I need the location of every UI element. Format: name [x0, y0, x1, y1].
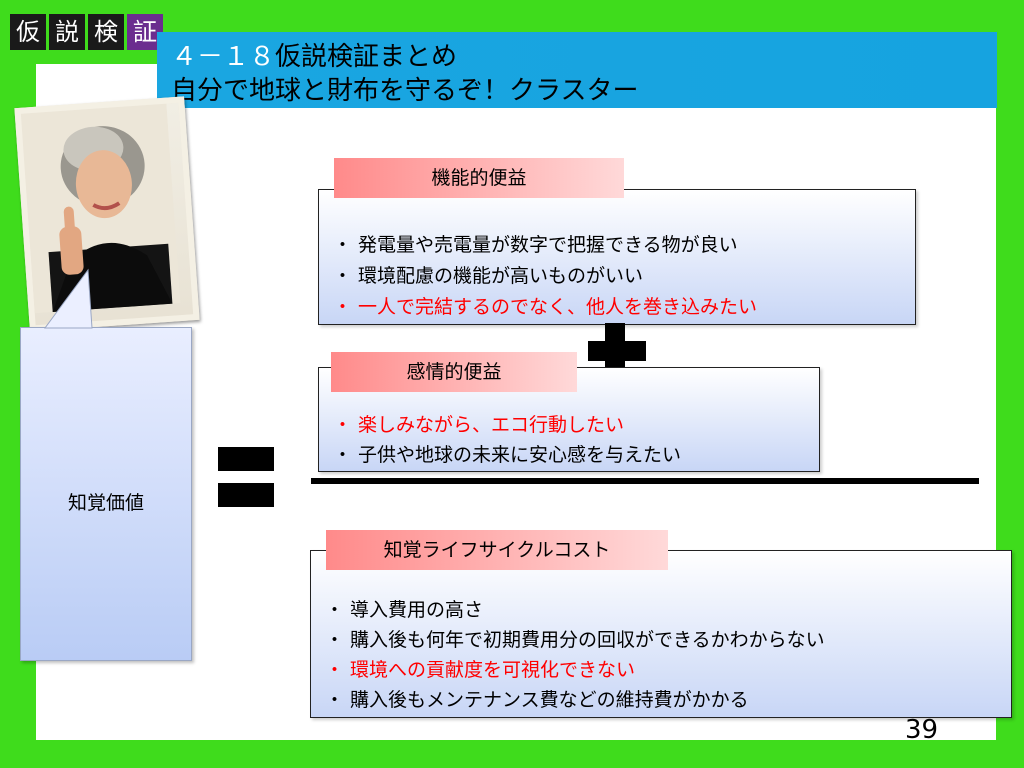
- title-bar: ４－１８仮説検証まとめ 自分で地球と財布を守るぞ！クラスター: [157, 32, 997, 108]
- lifecycle-cost-item: ・ 導入費用の高さ: [325, 599, 484, 621]
- emotional-benefit-label: 感情的便益: [331, 352, 577, 392]
- functional-benefit-box: ・ 発電量や売電量が数字で把握できる物が良い ・ 環境配慮の機能が高いものがいい…: [318, 189, 916, 325]
- perceived-value-callout: 知覚価値: [20, 327, 192, 661]
- equals-sign-top: [218, 447, 274, 471]
- functional-benefit-item: ・ 発電量や売電量が数字で把握できる物が良い: [333, 234, 738, 256]
- lifecycle-cost-label: 知覚ライフサイクルコスト: [326, 530, 668, 570]
- lifecycle-cost-item: ・ 環境への貢献度を可視化できない: [325, 659, 636, 681]
- page-number: 39: [905, 715, 939, 745]
- slide-title-text: 仮説検証まとめ: [275, 42, 458, 72]
- woman-pointing-illustration: [20, 103, 181, 314]
- badge-char-1: 仮: [10, 14, 46, 50]
- section-badge: 仮 説 検 証: [10, 14, 163, 50]
- slide-title-line-1: ４－１８仮説検証まとめ: [171, 36, 457, 73]
- lifecycle-cost-item: ・ 購入後も何年で初期費用分の回収ができるかわからない: [325, 629, 825, 651]
- functional-benefit-item: ・ 一人で完結するのでなく、他人を巻き込みたい: [333, 296, 758, 318]
- lifecycle-cost-box: ・ 導入費用の高さ ・ 購入後も何年で初期費用分の回収ができるかわからない ・ …: [310, 550, 1012, 718]
- fraction-divider: [311, 478, 979, 484]
- slide-title-line-2: 自分で地球と財布を守るぞ！クラスター: [171, 76, 639, 106]
- emotional-benefit-item: ・ 楽しみながら、エコ行動したい: [333, 414, 625, 436]
- badge-char-3: 検: [88, 14, 124, 50]
- perceived-value-label: 知覚価値: [67, 492, 144, 514]
- presenter-photo: [14, 96, 200, 332]
- badge-char-2: 説: [49, 14, 85, 50]
- plus-sign-horizontal: [588, 341, 646, 361]
- slide-number-label: ４－１８: [171, 42, 276, 72]
- emotional-benefit-item: ・ 子供や地球の未来に安心感を与えたい: [333, 444, 682, 466]
- callout-tail: [44, 268, 93, 329]
- functional-benefit-label: 機能的便益: [334, 158, 624, 198]
- lifecycle-cost-item: ・ 購入後もメンテナンス費などの維持費がかかる: [325, 689, 749, 711]
- functional-benefit-item: ・ 環境配慮の機能が高いものがいい: [333, 265, 644, 287]
- equals-sign-bottom: [218, 483, 274, 507]
